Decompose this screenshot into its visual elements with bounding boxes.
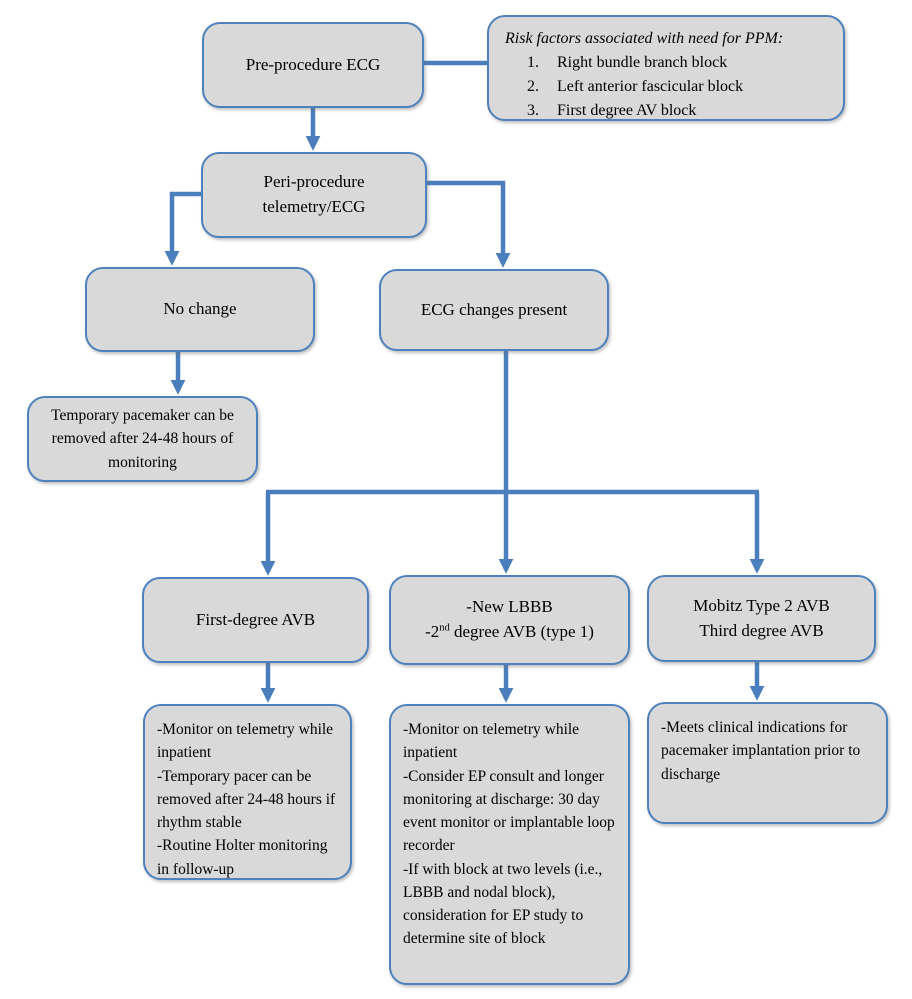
- node-first-degree-avb: First-degree AVB: [142, 577, 369, 663]
- risk-factor-item: Left anterior fascicular block: [557, 78, 744, 95]
- node-pre-procedure-ecg: Pre-procedure ECG: [202, 22, 424, 108]
- node-peri-procedure-line2: telemetry/ECG: [262, 197, 366, 216]
- node-first-degree-avb-label: First-degree AVB: [195, 609, 316, 629]
- detail-item: -Monitor on telemetry while inpatient: [157, 721, 334, 762]
- detail-item: -Monitor on telemetry while inpatient: [403, 721, 580, 762]
- node-mobitz: Mobitz Type 2 AVB Third degree AVB: [647, 575, 876, 662]
- node-peri-procedure-line1: Peri-procedure: [263, 172, 365, 192]
- node-no-change-label: No change: [163, 299, 237, 319]
- detail-item: -Temporary pacer can be removed after 24…: [157, 767, 336, 832]
- node-new-lbbb-line2: -2nd degree AVB (type 1): [425, 622, 594, 641]
- risk-factors-list: Right bundle branch block Left anterior …: [505, 51, 833, 123]
- node-mobitz-line2: Third degree AVB: [699, 620, 824, 640]
- node-new-lbbb-line1: -New LBBB: [466, 597, 553, 617]
- node-peri-procedure: Peri-procedure telemetry/ECG: [201, 152, 427, 238]
- node-ecg-changes-present: ECG changes present: [379, 269, 609, 351]
- risk-factor-item: Right bundle branch block: [557, 54, 728, 71]
- node-ecg-changes-label: ECG changes present: [420, 299, 568, 319]
- detail-item: -If with block at two levels (i.e., LBBB…: [403, 860, 603, 948]
- node-pre-procedure-ecg-label: Pre-procedure ECG: [245, 54, 381, 74]
- node-no-change: No change: [85, 267, 315, 352]
- detail-item: -Routine Holter monitoring in follow-up: [157, 837, 328, 878]
- node-risk-factors: Risk factors associated with need for PP…: [487, 15, 845, 121]
- connector-peri-to-ecgchanges: [426, 180, 511, 268]
- detail-item: -Consider EP consult and longer monitori…: [403, 767, 615, 855]
- node-new-lbbb: -New LBBB -2nd degree AVB (type 1): [389, 575, 630, 665]
- node-mobitz-line1: Mobitz Type 2 AVB: [693, 595, 830, 615]
- detail-item: -Meets clinical indications for pacemake…: [661, 719, 861, 783]
- node-temp-pacemaker-text: Temporary pacemaker can be removed after…: [51, 407, 234, 471]
- node-mobitz-detail: -Meets clinical indications for pacemake…: [647, 702, 888, 824]
- node-first-degree-detail: -Monitor on telemetry while inpatient -T…: [143, 704, 352, 880]
- risk-factor-item: First degree AV block: [557, 102, 697, 119]
- node-lbbb-detail: -Monitor on telemetry while inpatient -C…: [389, 704, 630, 985]
- connector-peri-to-nochange: [164, 191, 202, 266]
- node-temp-pacemaker: Temporary pacemaker can be removed after…: [27, 396, 258, 482]
- risk-factors-title: Risk factors associated with need for PP…: [505, 30, 784, 47]
